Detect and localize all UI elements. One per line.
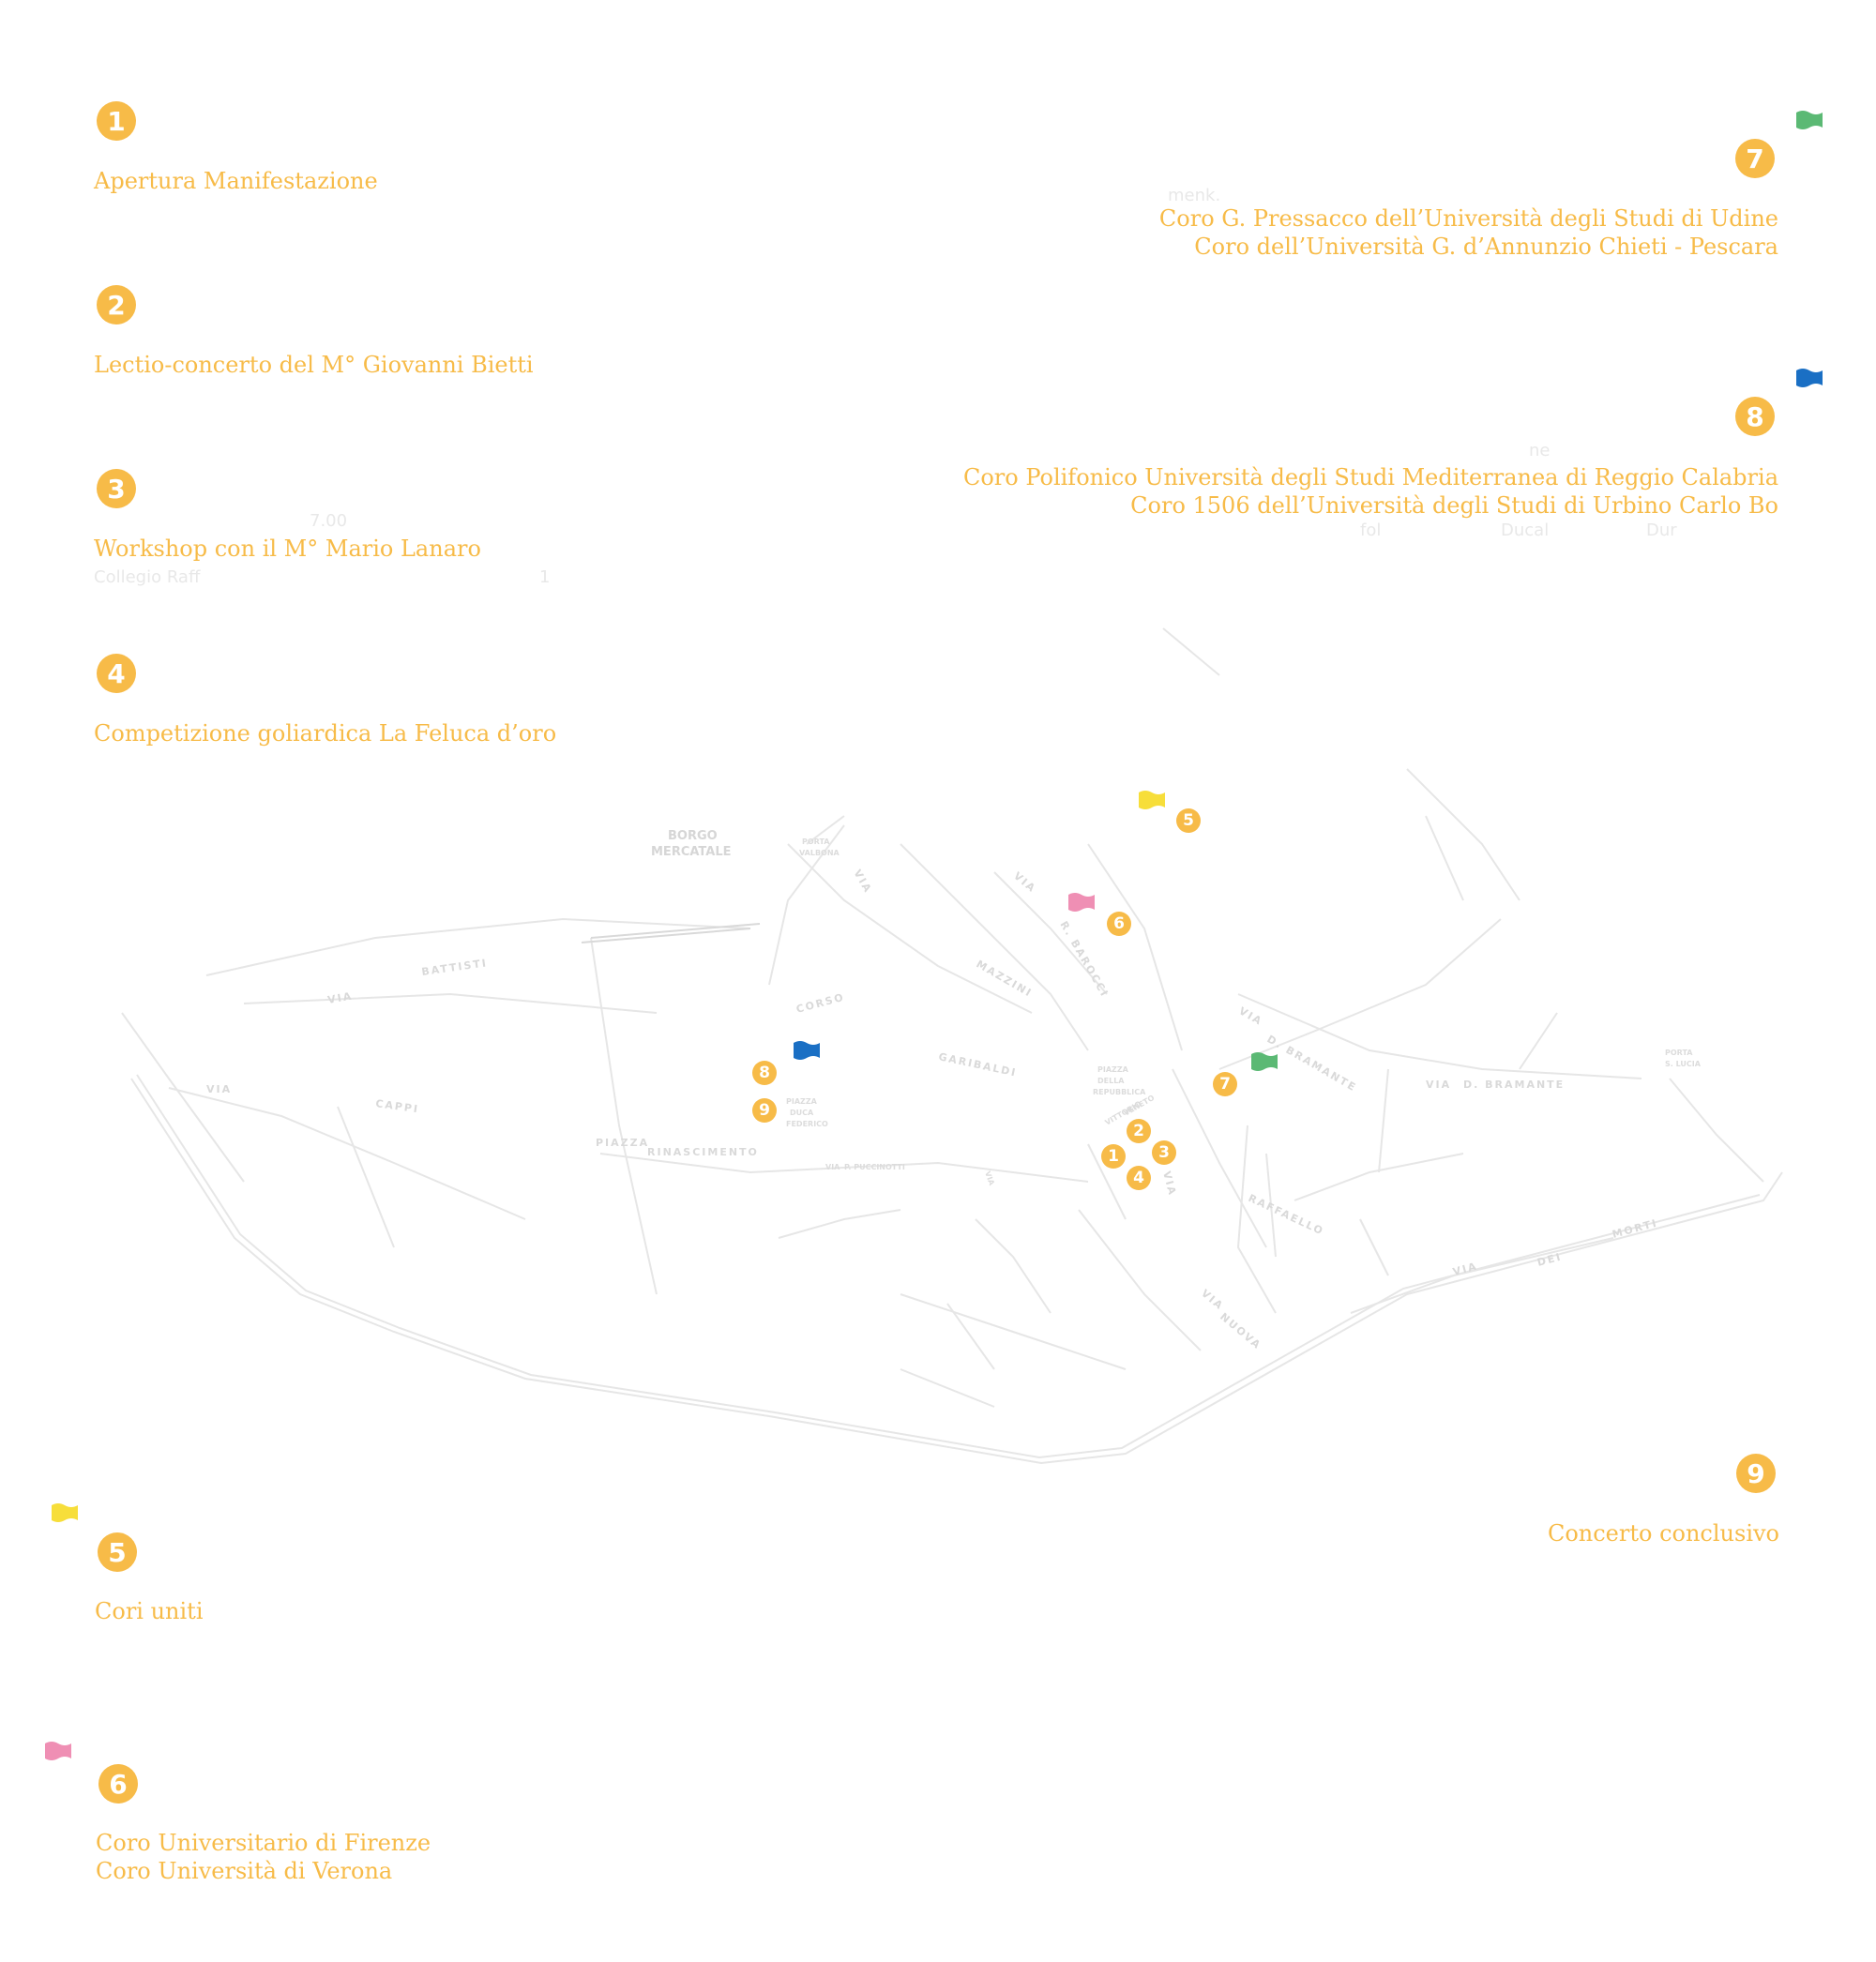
ghost-text: Ducal <box>1501 521 1550 540</box>
legend-label-2: Lectio-concerto del M° Giovanni Bietti <box>94 352 534 378</box>
svg-text:VIA: VIA <box>825 1163 840 1171</box>
svg-text:BORGO: BORGO <box>668 829 718 843</box>
svg-text:MERCATALE: MERCATALE <box>651 845 732 859</box>
legend-label-6: Coro Universitario di Firenze Coro Unive… <box>96 1830 431 1884</box>
flag-yellow-icon <box>52 1503 78 1522</box>
map-marker-4[interactable]: 4 <box>1127 1166 1151 1190</box>
legend-label-5: Cori uniti <box>95 1598 204 1624</box>
flag-blue-icon <box>1796 369 1823 387</box>
legend-badge-2: 2 <box>97 285 136 324</box>
svg-text:CORSO: CORSO <box>794 991 846 1016</box>
legend-badge-6: 6 <box>98 1764 138 1804</box>
svg-text:VIA: VIA <box>1199 1287 1226 1312</box>
svg-text:VIA: VIA <box>326 989 354 1006</box>
legend-badge-5: 5 <box>98 1532 137 1572</box>
map-marker-1[interactable]: 1 <box>1101 1144 1126 1169</box>
svg-text:S. LUCIA: S. LUCIA <box>1665 1060 1702 1068</box>
svg-text:BATTISTI: BATTISTI <box>421 957 489 978</box>
svg-text:PIAZZA: PIAZZA <box>596 1137 649 1149</box>
legend-badge-1: 1 <box>97 101 136 141</box>
svg-text:REPUBBLICA: REPUBBLICA <box>1093 1088 1146 1096</box>
svg-text:DUCA: DUCA <box>790 1109 814 1117</box>
svg-text:R. BAROCCI: R. BAROCCI <box>1057 919 1111 1000</box>
flag-pink-icon <box>1068 893 1095 912</box>
ghost-text: 7.00 <box>310 511 348 531</box>
map-marker-3[interactable]: 3 <box>1152 1140 1176 1165</box>
svg-text:FEDERICO: FEDERICO <box>786 1120 828 1128</box>
flag-yellow-icon <box>1139 791 1165 809</box>
map-marker-5[interactable]: 5 <box>1176 808 1201 833</box>
svg-text:MORTI: MORTI <box>1611 1216 1659 1240</box>
flag-blue-icon <box>794 1041 820 1060</box>
svg-text:VIA: VIA <box>206 1083 232 1095</box>
map-marker-8[interactable]: 8 <box>752 1061 777 1085</box>
svg-text:D. BRAMANTE: D. BRAMANTE <box>1265 1033 1359 1094</box>
legend-label-7: Coro G. Pressacco dell’Università degli … <box>1158 205 1778 260</box>
flag-pink-icon <box>45 1742 71 1760</box>
svg-text:VIA: VIA <box>851 868 874 896</box>
map-marker-9[interactable]: 9 <box>752 1098 777 1123</box>
map-marker-7[interactable]: 7 <box>1213 1072 1237 1096</box>
svg-text:PIAZZA: PIAZZA <box>1097 1065 1129 1074</box>
legend-badge-4: 4 <box>97 654 136 693</box>
legend-label-3: Workshop con il M° Mario Lanaro <box>94 536 481 562</box>
svg-text:VIA: VIA <box>983 1170 996 1187</box>
map-marker-2[interactable]: 2 <box>1127 1119 1151 1143</box>
svg-text:CAPPI: CAPPI <box>375 1097 420 1115</box>
svg-text:RAFFAELLO: RAFFAELLO <box>1247 1192 1326 1238</box>
svg-text:VALBONA: VALBONA <box>799 849 840 857</box>
svg-text:RINASCIMENTO: RINASCIMENTO <box>647 1146 759 1158</box>
map-marker-6[interactable]: 6 <box>1107 912 1131 936</box>
svg-text:VIA: VIA <box>1160 1170 1179 1198</box>
svg-text:PIAZZA: PIAZZA <box>786 1097 818 1106</box>
legend-label-4: Competizione goliardica La Feluca d’oro <box>94 720 557 747</box>
svg-text:PORTA: PORTA <box>1665 1049 1693 1057</box>
ghost-text: 1 <box>539 567 551 587</box>
legend-label-1: Apertura Manifestazione <box>94 168 378 194</box>
svg-text:DELLA: DELLA <box>1097 1077 1125 1085</box>
svg-text:MAZZINI: MAZZINI <box>975 958 1035 1000</box>
ghost-text: menk. <box>1168 186 1221 205</box>
svg-text:GARIBALDI: GARIBALDI <box>937 1050 1018 1079</box>
svg-text:VIA: VIA <box>1237 1004 1265 1028</box>
legend-label-9: Concerto conclusivo <box>1547 1520 1779 1547</box>
svg-text:P. PUCCINOTTI: P. PUCCINOTTI <box>844 1163 905 1171</box>
svg-text:NUOVA: NUOVA <box>1218 1310 1263 1351</box>
svg-text:VIA: VIA <box>1426 1079 1451 1091</box>
legend-badge-8: 8 <box>1735 397 1775 436</box>
legend-badge-9: 9 <box>1736 1454 1776 1493</box>
ghost-text: ne <box>1529 441 1551 460</box>
svg-text:PORTA: PORTA <box>802 838 830 846</box>
flag-green-icon <box>1251 1052 1278 1071</box>
ghost-text: Collegio Raff <box>94 567 201 587</box>
ghost-text: Dur <box>1646 521 1677 540</box>
svg-text:D. BRAMANTE: D. BRAMANTE <box>1463 1079 1565 1091</box>
legend-badge-3: 3 <box>97 469 136 508</box>
legend-label-8: Coro Polifonico Università degli Studi M… <box>962 464 1778 519</box>
flag-green-icon <box>1796 111 1823 129</box>
ghost-text: fol <box>1360 521 1382 540</box>
svg-text:VIA: VIA <box>1011 869 1038 895</box>
legend-badge-7: 7 <box>1735 139 1775 178</box>
